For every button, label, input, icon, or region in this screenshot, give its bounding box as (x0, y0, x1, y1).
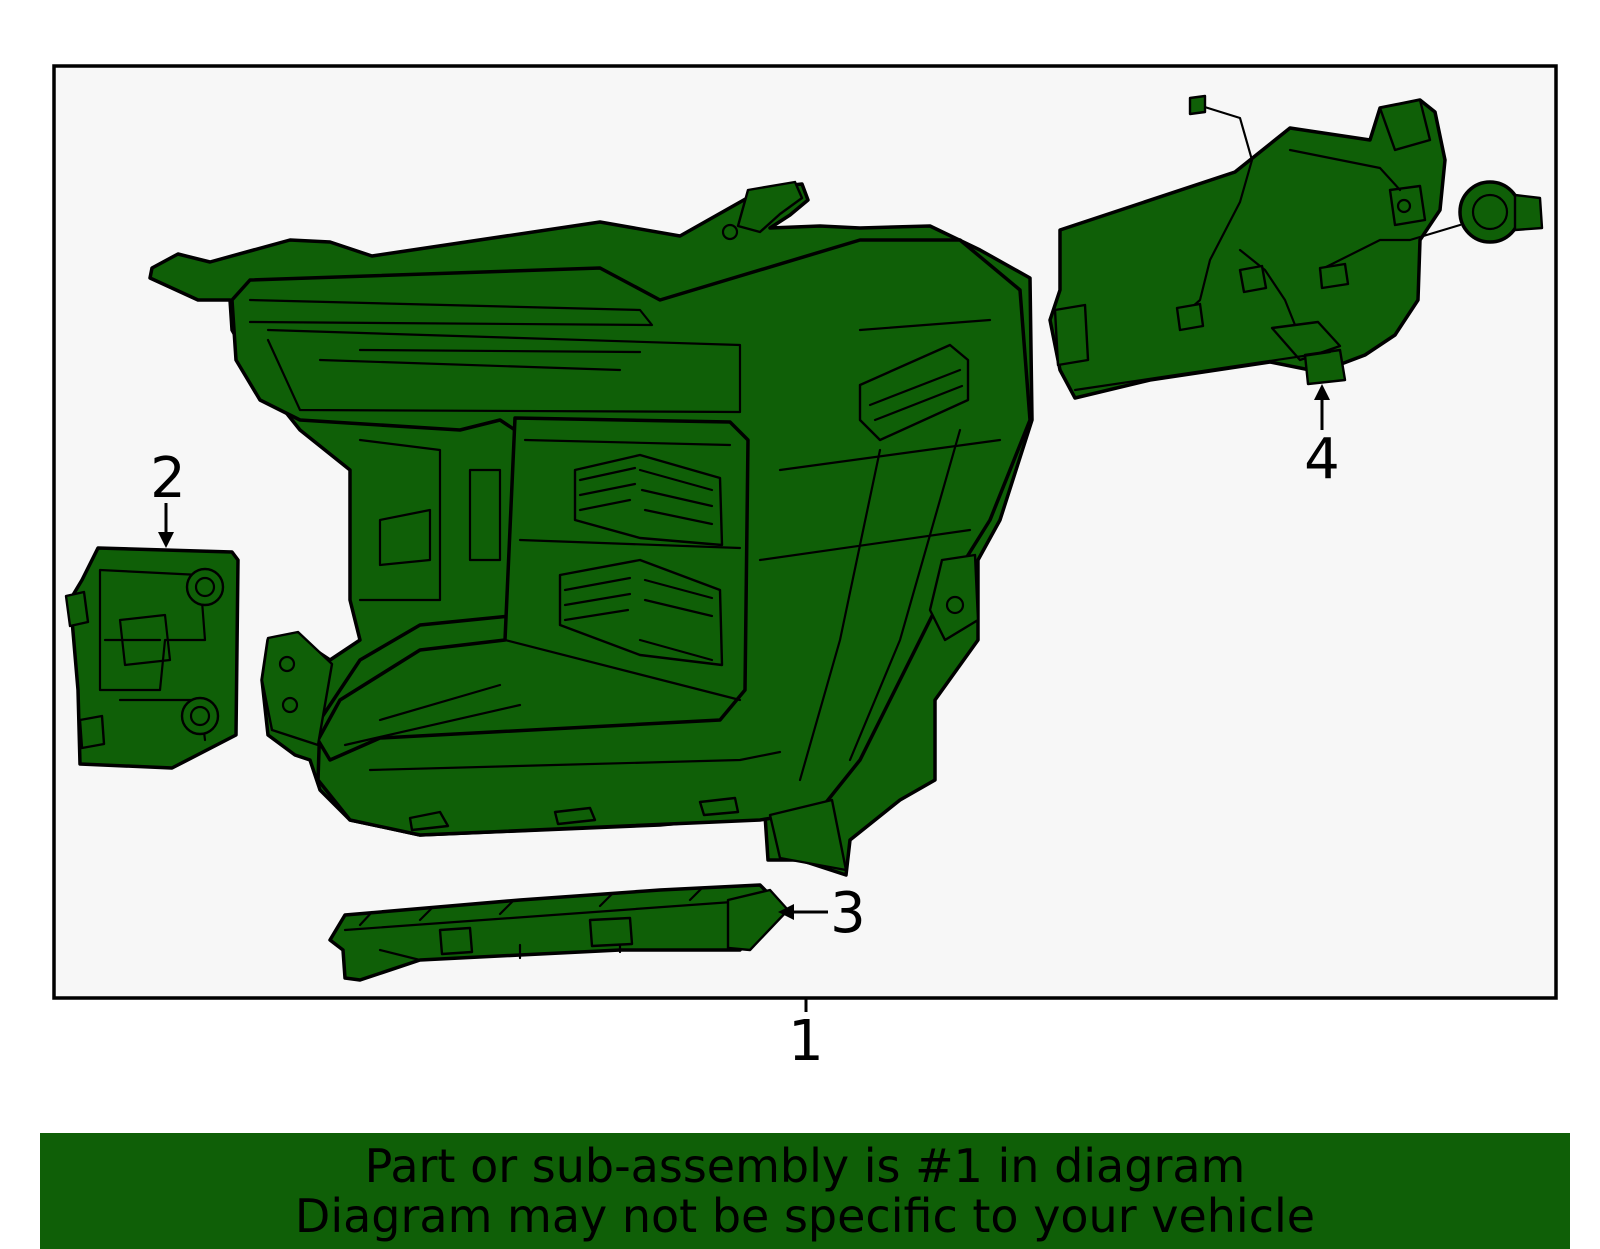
callout-2: 2 (150, 446, 186, 548)
callout-3: 3 (778, 881, 866, 946)
rear-cover-wiring[interactable] (1048, 94, 1544, 400)
callout-2-label: 2 (150, 446, 186, 511)
callout-4: 4 (1304, 384, 1340, 492)
callout-1-label: 1 (788, 1009, 824, 1074)
callout-3-label: 3 (830, 881, 866, 946)
banner-line-1: Part or sub-assembly is #1 in diagram (364, 1139, 1246, 1193)
mounting-bracket[interactable] (64, 546, 240, 770)
disclaimer-banner: Part or sub-assembly is #1 in diagram Di… (40, 1133, 1570, 1249)
headlamp-assembly[interactable] (148, 180, 1034, 877)
callout-4-label: 4 (1304, 427, 1340, 492)
lower-trim-strip[interactable] (328, 883, 790, 982)
callout-1: 1 (788, 998, 824, 1074)
banner-line-2: Diagram may not be specific to your vehi… (294, 1189, 1316, 1243)
